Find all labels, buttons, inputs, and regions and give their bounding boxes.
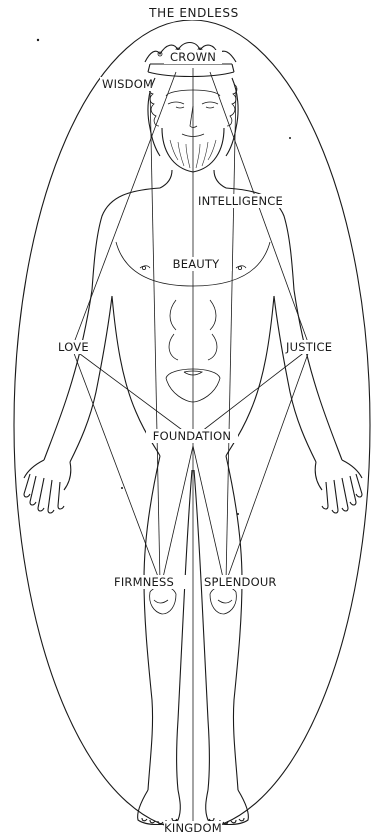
label-foundation: FOUNDATION bbox=[153, 429, 231, 443]
print-speck bbox=[237, 513, 239, 515]
justice-to-splendour-line bbox=[226, 348, 310, 582]
right-foot bbox=[206, 790, 249, 825]
intelligence-to-splendour-line bbox=[226, 88, 236, 582]
crown-to-love-line bbox=[72, 72, 176, 348]
label-love: LOVE bbox=[58, 340, 89, 354]
print-speck bbox=[121, 487, 123, 489]
right-arm bbox=[274, 290, 342, 462]
right-knee bbox=[210, 586, 236, 614]
left-hand bbox=[24, 460, 71, 513]
love-to-firmness-line bbox=[72, 348, 160, 582]
left-nipple bbox=[142, 266, 145, 269]
right-leg bbox=[194, 456, 242, 790]
sephirotic-lines bbox=[72, 68, 310, 824]
left-arm bbox=[44, 290, 112, 462]
label-intelligence: INTELLIGENCE bbox=[198, 194, 283, 208]
label-crown: CROWN bbox=[170, 50, 216, 64]
label-firmness: FIRMNESS bbox=[114, 575, 174, 589]
crown-to-justice-line bbox=[210, 72, 310, 348]
print-speck bbox=[289, 137, 291, 139]
justice-to-foundation-line bbox=[193, 348, 310, 438]
label-justice: JUSTICE bbox=[285, 340, 332, 354]
label-kingdom: KINGDOM bbox=[164, 821, 222, 835]
left-leg bbox=[144, 456, 192, 790]
label-wisdom: WISDOM bbox=[102, 77, 153, 91]
endless-ellipse bbox=[14, 20, 370, 830]
wisdom-to-firmness-line bbox=[150, 88, 160, 582]
label-the-endless: THE ENDLESS bbox=[148, 6, 239, 20]
right-hand bbox=[315, 460, 362, 513]
left-foot bbox=[138, 790, 181, 825]
left-knee bbox=[150, 586, 176, 614]
label-splendour: SPLENDOUR bbox=[204, 575, 277, 589]
right-nipple bbox=[238, 266, 241, 269]
print-speck bbox=[37, 39, 39, 41]
label-beauty: BEAUTY bbox=[173, 257, 220, 271]
